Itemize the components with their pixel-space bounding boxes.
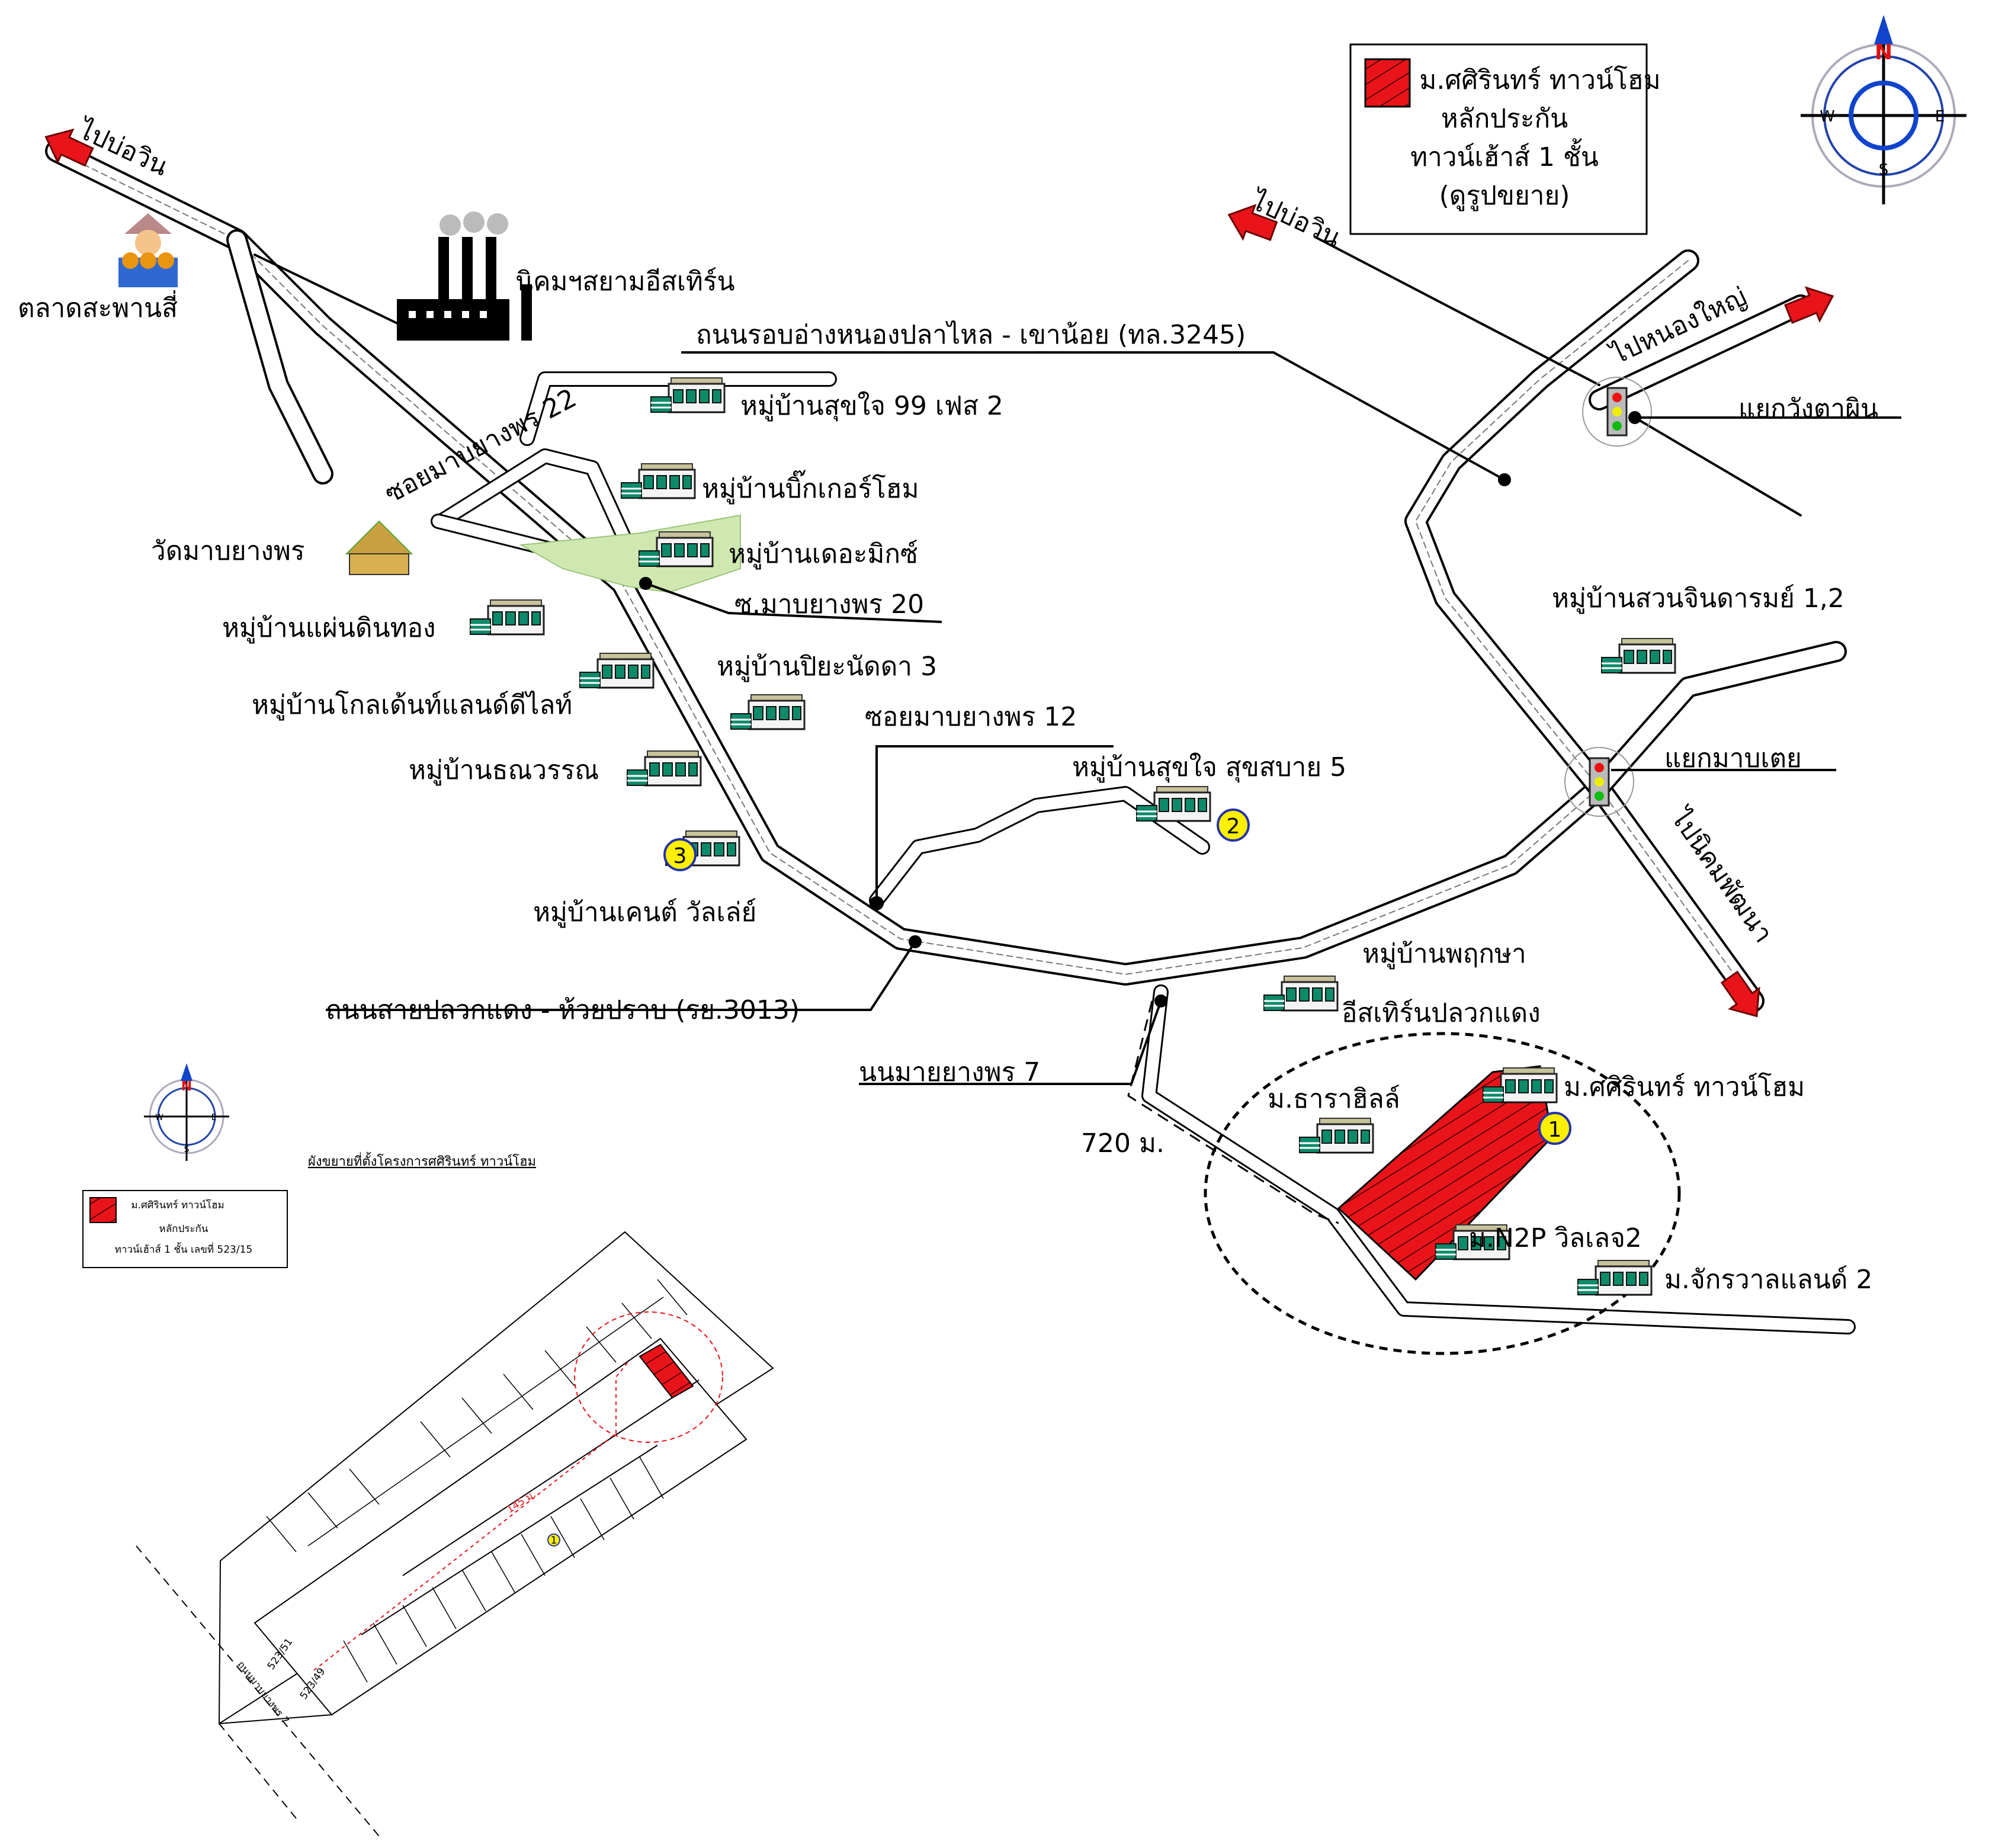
map-legend: ม.ศศิรินทร์ ทาวน์โฮม หลักประกัน ทาวน์เฮ้…: [1349, 43, 1661, 235]
inset-marker-label: 1: [551, 1535, 557, 1547]
compass-n: N: [1875, 40, 1892, 65]
label-sukjai-5: หมู่บ้านสุขใจ สุขสบาย 5: [1072, 752, 1346, 783]
inset-compass-s: S: [184, 1145, 190, 1154]
road-network: [45, 140, 1856, 1334]
label-market: ตลาดสะพานสี่: [18, 290, 178, 323]
label-map-toei: แยกมาบเตย: [1664, 743, 1802, 774]
temple-icon: [345, 520, 413, 575]
inset-title: ผังขยายที่ตั้งโครงการศศิรินทร์ ทาวน์โฮม: [308, 1152, 536, 1169]
compass-s: S: [1879, 161, 1889, 179]
label-road-7: นนมายยางพร 7: [859, 1057, 1040, 1087]
inset-compass: N S E W: [144, 1063, 229, 1161]
label-the-mix: หมู่บ้านเดอะมิกซ์: [729, 539, 918, 570]
direction-nikhom: ไปนิคมพัฒนา: [1664, 803, 1779, 948]
label-piya-natda: หมู่บ้านปิยะนัดดา 3: [717, 652, 937, 682]
label-eastern-pluak: อีสเทิร์นปลวกแดง: [1342, 998, 1541, 1028]
legend-line-2: หลักประกัน: [1441, 104, 1568, 134]
legend-line-3: ทาวน์เฮ้าส์ 1 ชั้น: [1410, 138, 1599, 172]
marker-3-label: 3: [673, 844, 687, 868]
label-industrial-estate: นิคมฯสยามอีสเทิร์น: [515, 267, 735, 297]
label-suan-jindaram: หมู่บ้านสวนจินดารมย์ 1,2: [1552, 583, 1844, 614]
inset-legend: ม.ศศิรินทร์ ทาวน์โฮม หลักประกัน ทาวน์เฮ้…: [82, 1190, 288, 1268]
label-soi-12: ซอยมาบยางพร 12: [865, 702, 1077, 732]
label-jakkrawan: ม.จักรวาลแลนด์ 2: [1664, 1265, 1872, 1295]
label-golden-land: หมู่บ้านโกลเด้นท์แลนด์ดีไลท์: [252, 690, 572, 721]
label-phruksa: หมู่บ้านพฤกษา: [1362, 939, 1526, 970]
label-wat: วัดมาบยางพร: [151, 536, 305, 566]
marker-2-label: 2: [1227, 814, 1240, 839]
label-thanawan: หมู่บ้านธณวรรณ: [409, 755, 599, 786]
inset-legend-line-2: หลักประกัน: [159, 1223, 208, 1235]
label-paendin-thong: หมู่บ้านแผ่นดินทอง: [222, 613, 436, 644]
label-soi-20: ซ.มาบยางพร 20: [734, 589, 924, 620]
legend-line-1: ม.ศศิรินทร์ ทาวน์โฮม: [1419, 65, 1660, 95]
marker-3: 3: [663, 838, 697, 871]
project-area-circle: [1204, 1032, 1681, 1355]
label-distance: 720 ม.: [1081, 1128, 1164, 1159]
marker-2: 2: [1217, 808, 1250, 842]
inset-road-label: ถนนมาบยางพร 7: [235, 1659, 291, 1727]
label-kent-valley: หมู่บ้านเคนต์ วัลเล่ย์: [533, 897, 756, 928]
compass-e: E: [1935, 108, 1945, 126]
factory-icon: [397, 211, 532, 341]
label-road-3245: ถนนรอบอ่างหนองปลาไหล - เขาน้อย (ทล.3245): [696, 320, 1246, 350]
legend-line-4: (ดูรูปขยาย): [1439, 181, 1570, 211]
marker-1: 1: [1538, 1112, 1571, 1145]
label-road-3013: ถนนสายปลวกแดง - ห้วยปราบ (รย.3013): [326, 995, 800, 1025]
inset-legend-line-3: ทาวน์เฮ้าส์ 1 ชั้น เลขที่ 523/15: [115, 1242, 252, 1256]
market-vendor-icon: [118, 213, 178, 287]
label-sasirin: ม.ศศิรินทร์ ทาวน์โฮม: [1564, 1072, 1805, 1102]
marker-1-label: 1: [1548, 1118, 1562, 1142]
label-sukjai-99: หมู่บ้านสุขใจ 99 เฟส 2: [740, 391, 1003, 422]
inset-site-plan: [136, 1231, 774, 1837]
inset-compass-w: W: [155, 1113, 163, 1122]
compass-rose-icon: N S E W: [1801, 15, 1966, 204]
compass-w: W: [1820, 108, 1835, 126]
red-arrow-icon: [37, 120, 1840, 1028]
inset-compass-e: E: [211, 1113, 217, 1122]
label-wang-ta-phin: แยกวังตาผิน: [1738, 394, 1878, 424]
inset-legend-line-1: ม.ศศิรินทร์ ทาวน์โฮม: [131, 1199, 224, 1211]
inset-compass-n: N: [181, 1079, 192, 1094]
label-big-home: หมู่บ้านบิ๊กเกอร์โฮม: [702, 470, 919, 505]
label-n2p: ม.N2P วิลเลจ2: [1469, 1223, 1642, 1253]
map-labels: ไปบ่อวิน ไปบ่อวิน ไปหนองใหญ่ ไปนิคมพัฒนา…: [18, 114, 1878, 1295]
direction-bo-win-right: ไปบ่อวิน: [1246, 185, 1346, 253]
label-thara-hills: ม.ธาราฮิลล์: [1268, 1084, 1400, 1114]
